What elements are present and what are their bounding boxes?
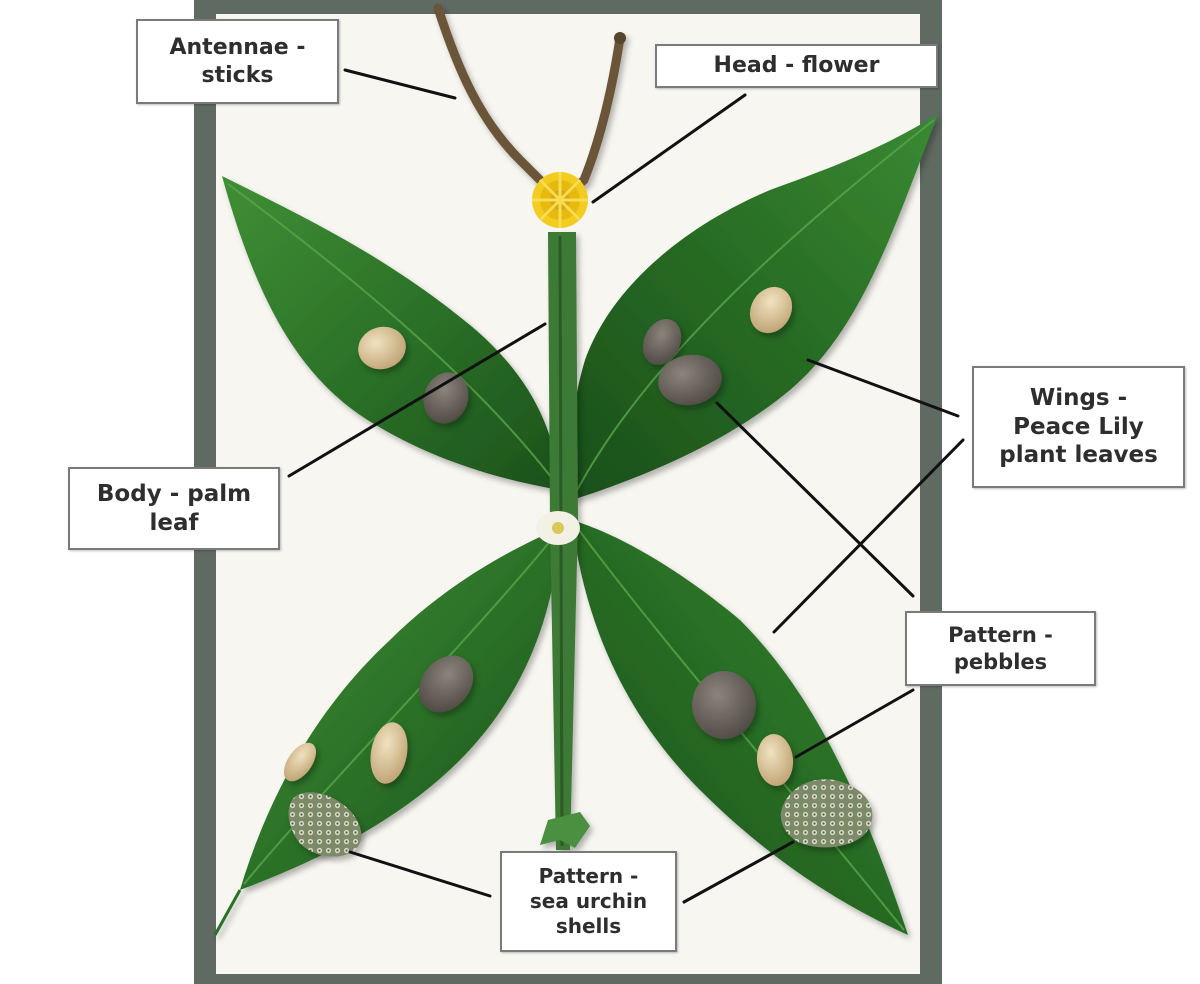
connector-shells-left [348, 850, 492, 898]
connector-body [287, 322, 547, 478]
head-flower [532, 172, 588, 228]
label-body-line-1: Body - palm [96, 480, 252, 507]
label-wings-line-3: plant leaves [999, 442, 1158, 469]
label-shells: Pattern - sea urchin shells [500, 851, 677, 952]
label-pebbles-line-2: pebbles [953, 649, 1048, 674]
label-shells-line-1: Pattern - [538, 864, 639, 888]
label-wings-line-1: Wings - [1029, 384, 1128, 411]
urchin-shell-left [288, 792, 362, 857]
label-wings: Wings - Peace Lily plant leaves [972, 366, 1185, 488]
sea-urchin-shells [288, 779, 873, 857]
connector-antennae [343, 68, 457, 100]
connector-wings-top [806, 358, 960, 418]
label-antennae-line-2: sticks [201, 62, 274, 88]
label-pebbles: Pattern - pebbles [905, 611, 1096, 686]
label-shells-line-2: sea urchin [529, 889, 648, 913]
connector-shells-right [682, 840, 795, 904]
pebbles [284, 286, 794, 786]
label-body-line-2: leaf [149, 509, 199, 536]
connector-head [591, 93, 747, 204]
label-body: Body - palm leaf [68, 467, 280, 550]
connector-lines [287, 68, 965, 904]
urchin-shell-right [780, 779, 873, 848]
label-head-line-1: Head - flower [713, 53, 880, 79]
label-wings-line-2: Peace Lily [1013, 413, 1144, 440]
connector-wings-bottom [772, 438, 965, 634]
center-white-flower [536, 511, 580, 545]
label-antennae: Antennae - sticks [136, 19, 339, 104]
label-shells-line-3: shells [555, 914, 622, 938]
antennae-sticks [433, 3, 626, 201]
connector-pebbles-top [715, 401, 915, 598]
connector-pebbles-bottom [794, 688, 915, 759]
label-pebbles-line-1: Pattern - [948, 623, 1053, 648]
label-head: Head - flower [655, 44, 938, 88]
label-antennae-line-1: Antennae - [169, 35, 306, 60]
